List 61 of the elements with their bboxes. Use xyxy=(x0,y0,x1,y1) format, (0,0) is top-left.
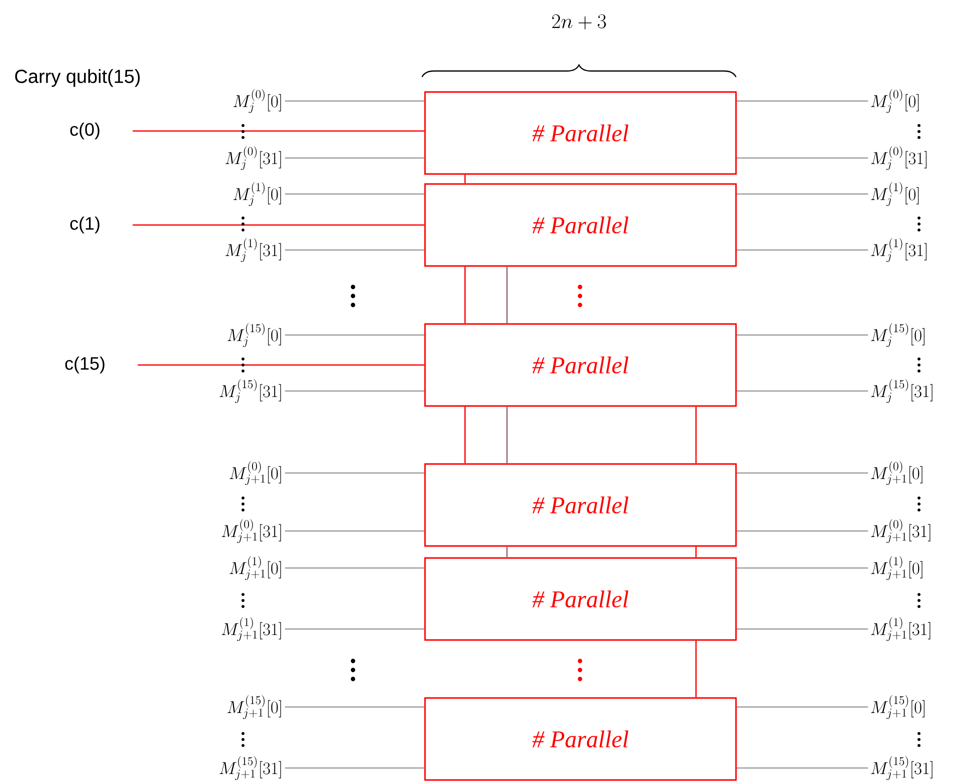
qubit-wire xyxy=(284,100,425,102)
qubit-wire xyxy=(736,628,868,630)
qubit-label: $M_{j}^{(1)}[0]$ xyxy=(871,182,919,206)
connector-line xyxy=(506,546,508,558)
connector-line xyxy=(695,640,697,698)
carry-wire xyxy=(132,224,424,226)
qubit-label: $M_{j}^{(0)}[0]$ xyxy=(871,89,919,113)
carry-wire xyxy=(132,130,424,132)
qubit-label: $M_{j+1}^{(1)}[31]$ xyxy=(871,617,930,641)
qubit-wire xyxy=(284,472,425,474)
connector-line xyxy=(506,406,508,464)
parallel-block: # Parallel xyxy=(424,463,737,547)
qubit-label: $M_{j}^{(15)}[0]$ xyxy=(871,323,924,347)
qubit-label: $M_{j}^{(0)}[0]$ xyxy=(233,89,281,113)
connector-line xyxy=(695,546,697,558)
qubit-label: $M_{j}^{(1)}[31]$ xyxy=(871,238,926,262)
qubit-label: $M_{j+1}^{(15)}[0]$ xyxy=(228,695,281,719)
connector-line xyxy=(506,266,508,324)
qubit-wire xyxy=(284,390,425,392)
qubit-label: $M_{j}^{(1)}[31]$ xyxy=(226,238,281,262)
carry-label: c(0) xyxy=(70,122,100,140)
connector-line xyxy=(695,406,697,464)
qubit-label: $M_{j}^{(15)}[0]$ xyxy=(228,323,281,347)
parallel-block: # Parallel xyxy=(424,557,737,641)
carry-wire xyxy=(138,364,424,366)
parallel-block: # Parallel xyxy=(424,183,737,267)
qubit-label: $M_{j}^{(15)}[31]$ xyxy=(871,379,932,403)
qubit-label: $M_{j+1}^{(0)}[0]$ xyxy=(230,461,281,485)
heading: Carry qubit(15) xyxy=(15,69,140,87)
qubit-wire xyxy=(284,334,425,336)
qubit-label: $M_{j+1}^{(0)}[31]$ xyxy=(871,519,930,543)
connector-line xyxy=(464,406,466,464)
qubit-label: $M_{j+1}^{(0)}[0]$ xyxy=(871,461,922,485)
connector-line xyxy=(464,266,466,324)
qubit-wire xyxy=(284,628,425,630)
qubit-label: $M_{j+1}^{(15)}[31]$ xyxy=(871,756,932,780)
carry-label: c(15) xyxy=(65,356,104,374)
qubit-wire xyxy=(736,334,868,336)
qubit-label: $M_{j+1}^{(15)}[0]$ xyxy=(871,695,924,719)
width-label: $2n+3$ xyxy=(552,14,606,30)
qubit-wire xyxy=(284,530,425,532)
qubit-wire xyxy=(736,706,868,708)
parallel-block: # Parallel xyxy=(424,91,737,175)
qubit-wire xyxy=(736,472,868,474)
carry-label: c(1) xyxy=(70,216,100,234)
qubit-label: $M_{j+1}^{(1)}[31]$ xyxy=(222,617,281,641)
parallel-block: # Parallel xyxy=(424,697,737,781)
qubit-wire xyxy=(736,390,868,392)
qubit-label: $M_{j}^{(15)}[31]$ xyxy=(220,379,281,403)
qubit-label: $M_{j+1}^{(1)}[0]$ xyxy=(871,556,922,580)
qubit-label: $M_{j+1}^{(1)}[0]$ xyxy=(230,556,281,580)
qubit-label: $M_{j+1}^{(15)}[31]$ xyxy=(220,756,281,780)
qubit-label: $M_{j}^{(0)}[31]$ xyxy=(226,146,281,170)
qubit-label: $M_{j}^{(0)}[31]$ xyxy=(871,146,926,170)
qubit-label: $M_{j}^{(1)}[0]$ xyxy=(233,182,281,206)
qubit-label: $M_{j+1}^{(0)}[31]$ xyxy=(222,519,281,543)
qubit-wire xyxy=(736,530,868,532)
qubit-wire xyxy=(284,706,425,708)
qubit-wire xyxy=(736,100,868,102)
connector-line xyxy=(464,174,466,184)
parallel-block: # Parallel xyxy=(424,323,737,407)
